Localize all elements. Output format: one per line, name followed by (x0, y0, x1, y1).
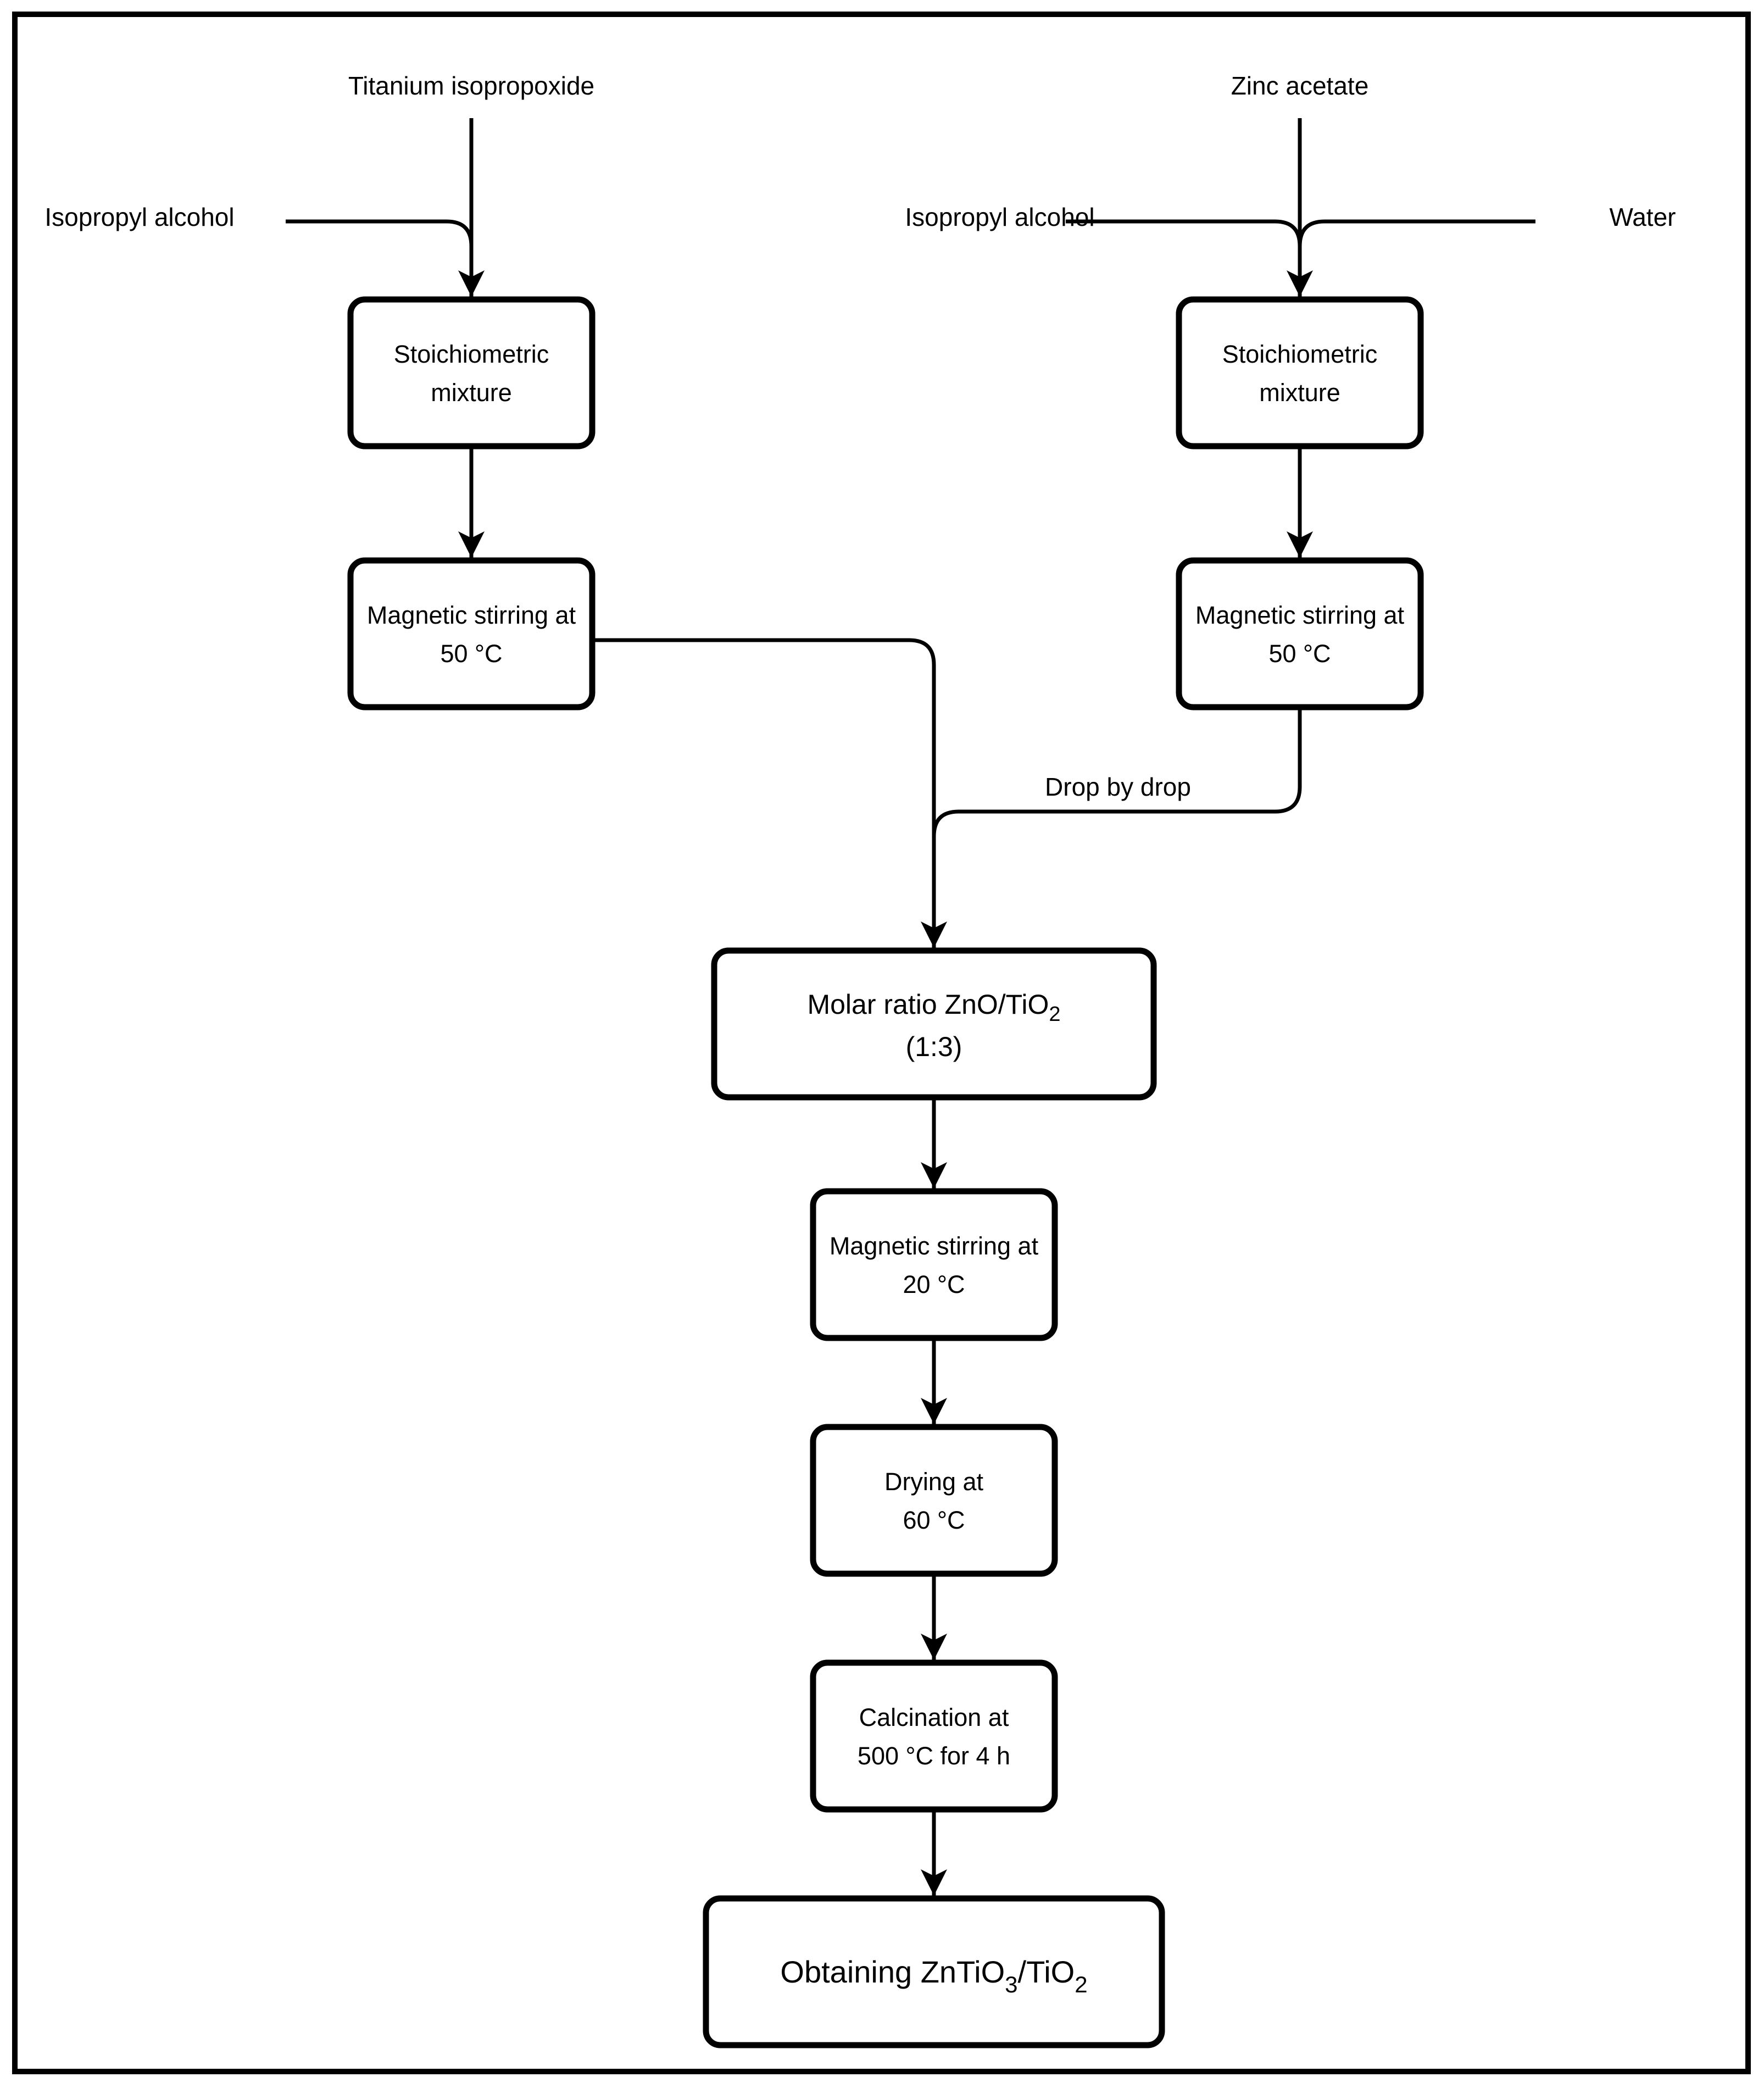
box-stoichiometric-left-line1: Stoichiometric (394, 340, 549, 368)
connector-stirring-right-drop-by-drop (932, 707, 1302, 837)
box-calcination-line2: 500 °C for 4 h (858, 1742, 1010, 1770)
box-magnetic-stirring-50-left-line2: 50 °C (440, 640, 502, 668)
label-titanium-isopropoxide: Titanium isopropoxide (348, 71, 594, 100)
box-magnetic-stirring-20-rect (810, 1188, 1058, 1341)
box-stoichiometric-right: Stoichiometric mixture (1176, 296, 1424, 449)
box-magnetic-stirring-50-left: Magnetic stirring at 50 °C (347, 557, 596, 710)
box-magnetic-stirring-50-right-line2: 50 °C (1268, 640, 1331, 668)
box-stoichiometric-right-line2: mixture (1259, 379, 1340, 407)
connector-water-feeder (1298, 219, 1535, 247)
label-water: Water (1610, 203, 1676, 231)
outer-border (12, 12, 1751, 2074)
box-magnetic-stirring-50-right: Magnetic stirring at 50 °C (1176, 557, 1424, 710)
connector-isopropyl-right-feeder (1066, 219, 1302, 247)
connectors (286, 118, 1535, 1896)
box-stoichiometric-right-line1: Stoichiometric (1222, 340, 1378, 368)
box-magnetic-stirring-50-left-rect (347, 557, 596, 710)
box-magnetic-stirring-20-line2: 20 °C (903, 1270, 965, 1298)
box-drying-line1: Drying at (884, 1468, 984, 1496)
box-obtaining-product: Obtaining ZnTiO3/TiO2 (703, 1895, 1165, 2048)
label-drop-by-drop: Drop by drop (1045, 773, 1191, 801)
box-stoichiometric-left-rect (347, 296, 596, 449)
box-magnetic-stirring-20: Magnetic stirring at 20 °C (810, 1188, 1058, 1341)
box-stoichiometric-left: Stoichiometric mixture (347, 296, 596, 449)
box-calcination-line1: Calcination at (859, 1703, 1009, 1731)
box-molar-ratio-rect (711, 947, 1157, 1101)
box-stoichiometric-left-line2: mixture (431, 379, 512, 407)
box-stoichiometric-right-rect (1176, 296, 1424, 449)
box-molar-ratio-line2: (1:3) (906, 1031, 962, 1062)
box-magnetic-stirring-50-right-line1: Magnetic stirring at (1195, 601, 1405, 629)
connector-isopropyl-left-feeder (286, 219, 474, 247)
label-isopropyl-alcohol-right: Isopropyl alcohol (905, 203, 1094, 231)
box-magnetic-stirring-50-right-rect (1176, 557, 1424, 710)
box-obtaining-product-label: Obtaining ZnTiO3/TiO2 (780, 1954, 1087, 1997)
box-drying-rect (810, 1424, 1058, 1577)
label-isopropyl-alcohol-left: Isopropyl alcohol (44, 203, 234, 231)
box-obtaining-product-rect (703, 1895, 1165, 2048)
box-drying: Drying at 60 °C (810, 1424, 1058, 1577)
label-zinc-acetate: Zinc acetate (1231, 71, 1369, 100)
box-calcination-rect (810, 1659, 1058, 1813)
box-molar-ratio: Molar ratio ZnO/TiO2 (1:3) (711, 947, 1157, 1101)
box-magnetic-stirring-20-line1: Magnetic stirring at (830, 1232, 1039, 1260)
box-calcination: Calcination at 500 °C for 4 h (810, 1659, 1058, 1813)
box-drying-line2: 60 °C (903, 1506, 965, 1534)
box-molar-ratio-line1: Molar ratio ZnO/TiO2 (807, 989, 1060, 1026)
box-magnetic-stirring-50-left-line1: Magnetic stirring at (367, 601, 576, 629)
connector-stirring-left-to-molar (592, 638, 947, 948)
